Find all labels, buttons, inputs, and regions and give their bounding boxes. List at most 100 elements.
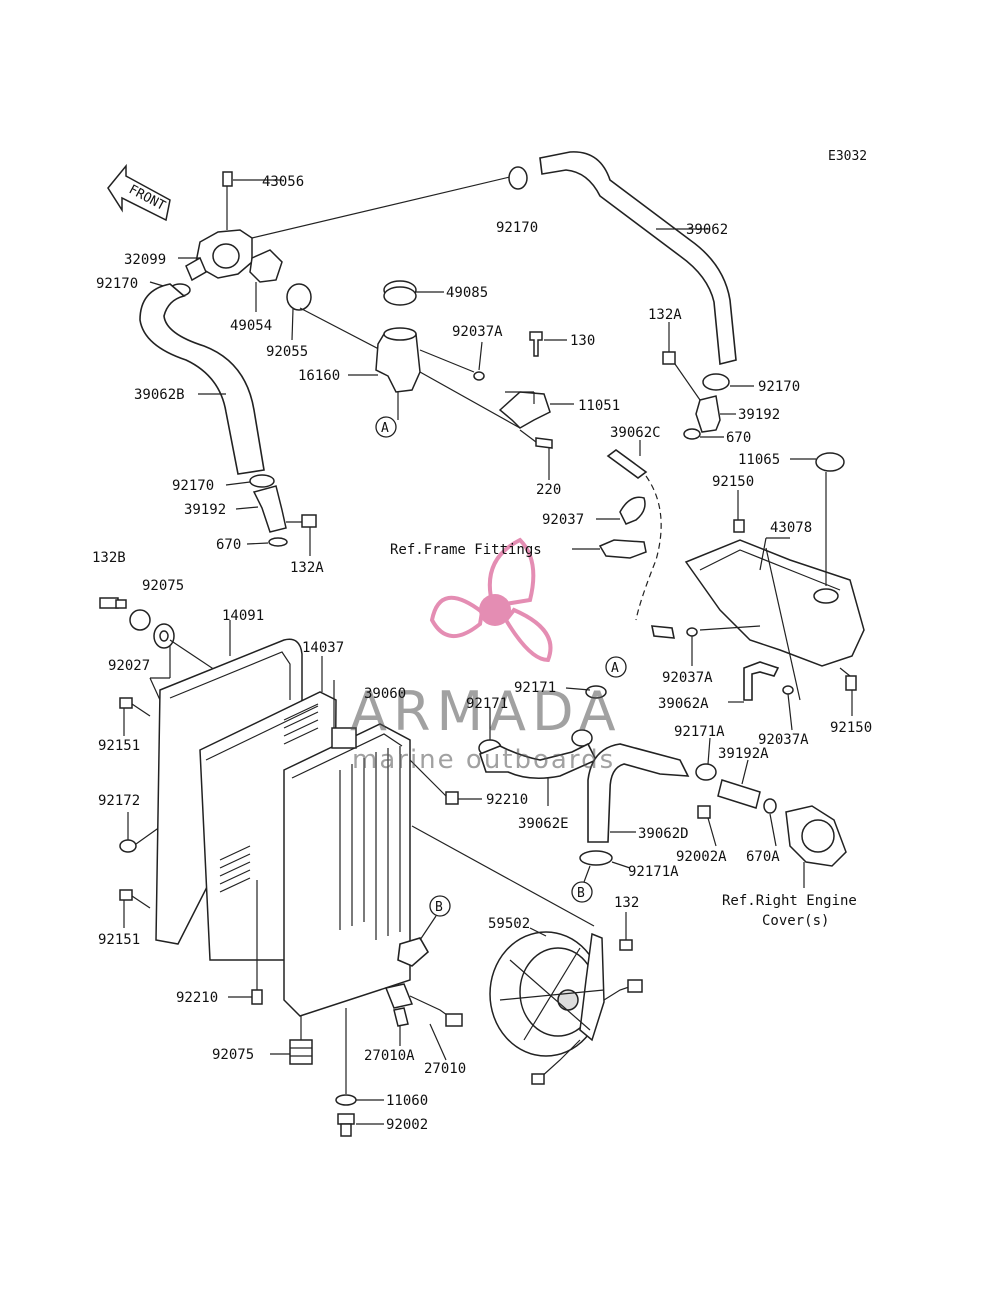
part-label: 132 [614,895,639,911]
bolt-132A-right[interactable] [662,351,676,365]
part-label: 59502 [488,916,530,932]
fitting-39192-left[interactable] [252,485,287,533]
reservoir-tank-43078[interactable] [684,539,865,667]
bolt-92150-bottom[interactable] [845,675,857,691]
washer-11060[interactable] [335,1094,357,1106]
hose-39062D[interactable] [587,743,690,843]
fan-switch-27010[interactable] [384,983,414,1009]
ref-marker-A-left [375,416,397,438]
part-label: 220 [536,482,561,498]
filler-cap-49085[interactable] [383,280,417,306]
clip-92037A-mid[interactable] [686,627,698,637]
hose-39062[interactable] [539,151,737,366]
clip-92210-mid[interactable] [445,791,459,805]
bolt-132B[interactable] [99,597,127,609]
part-label: 92171A [628,864,679,880]
part-label: 132A [290,560,324,576]
part-label: 39062 [686,222,728,238]
diagram-code: E3032 [828,149,867,164]
bolt-92151-top[interactable] [119,697,133,709]
bolt-92151-bottom[interactable] [119,889,133,901]
part-label: 11065 [738,452,780,468]
watermark-brand: ARMADA [350,680,622,743]
clip-92037A-top[interactable] [473,371,485,381]
o-ring-670-right[interactable] [683,428,701,440]
bolt-92002A[interactable] [697,805,711,819]
reservoir-cap-11065[interactable] [815,452,845,472]
hose-39062C[interactable] [606,449,648,479]
hose-39062A[interactable] [743,661,780,701]
o-ring-92055[interactable] [286,283,312,311]
part-label: 11060 [386,1093,428,1109]
bolt-220[interactable] [535,437,553,449]
drain-bolt-92002[interactable] [337,1113,355,1137]
hose-39062E[interactable] [479,742,598,780]
part-label: 92210 [176,990,218,1006]
ref-marker-A-right-label: A [611,661,619,676]
fan-connector [627,979,643,993]
fitting-39192-right[interactable] [695,395,721,433]
part-label: 92037 [542,512,584,528]
hose-39062B[interactable] [139,283,265,475]
part-label: 39062E [518,816,569,832]
ref-marker-B-left-label: B [435,900,443,915]
clamp-92037[interactable] [619,496,646,525]
part-label: 92170 [96,276,138,292]
clamp-92170-lower[interactable] [249,474,275,488]
part-label: 92170 [496,220,538,236]
clip-92037A-lower[interactable] [782,685,794,695]
hose-39062C-lower[interactable] [651,625,675,639]
watermark-tagline: marine outboards [352,745,615,775]
clamp-92171A-bottom[interactable] [579,850,613,866]
bolt-132A-left[interactable] [301,514,317,528]
radiator-39060[interactable] [283,723,411,1017]
clip-92210-left[interactable] [251,989,263,1005]
clamp-92170-right[interactable] [702,373,730,391]
ref-engine-cover-label-2: Cover(s) [762,913,829,929]
part-label: 92171 [514,680,556,696]
temperature-sensor-27010A[interactable] [393,1007,409,1027]
fitting-39192A[interactable] [717,779,761,809]
thermostat-49054[interactable] [249,249,283,283]
collar-92075-top[interactable] [129,609,151,631]
part-label: 39062B [134,387,185,403]
clamp-92171A-top[interactable] [695,763,717,781]
ref-marker-A-right [605,656,627,678]
part-label: 92037A [662,670,713,686]
part-label: 92002 [386,1117,428,1133]
part-label: 27010 [424,1061,466,1077]
bolt-43056[interactable] [222,171,233,187]
front-arrow-icon: FRONT [107,163,171,222]
ref-engine-cover-label: Ref.Right Engine [722,893,857,909]
part-label: 92037A [758,732,809,748]
bolt-92150-top[interactable] [733,519,745,533]
cooling-fan-59502[interactable] [489,931,605,1057]
collar-92075-bottom[interactable] [289,1039,313,1065]
ref-marker-B-left [429,895,451,917]
bolt-130[interactable] [529,331,543,357]
part-label: 49085 [446,285,488,301]
grommet-92027[interactable] [153,623,175,649]
screw-92172[interactable] [119,839,137,853]
part-label: 92171 [466,696,508,712]
part-label: 92170 [172,478,214,494]
watermark-logo-icon [429,537,553,663]
part-label: 43056 [262,174,304,190]
bolt-132[interactable] [619,939,633,951]
o-ring-670A[interactable] [763,798,777,814]
part-label: 92055 [266,344,308,360]
part-label: 92027 [108,658,150,674]
bracket-11051[interactable] [498,391,551,429]
part-label: 27010A [364,1048,415,1064]
clamp-92171-upper[interactable] [571,729,593,747]
part-label: 670 [216,537,241,553]
part-label: 92210 [486,792,528,808]
o-ring-670-left[interactable] [268,537,288,547]
clamp-92170-top[interactable] [508,166,528,190]
part-label: 39192 [738,407,780,423]
fan-switch-connector [445,1013,463,1027]
clamp-92171-top[interactable] [585,685,607,699]
part-label: 670A [746,849,780,865]
ref-marker-B-right [571,881,593,903]
